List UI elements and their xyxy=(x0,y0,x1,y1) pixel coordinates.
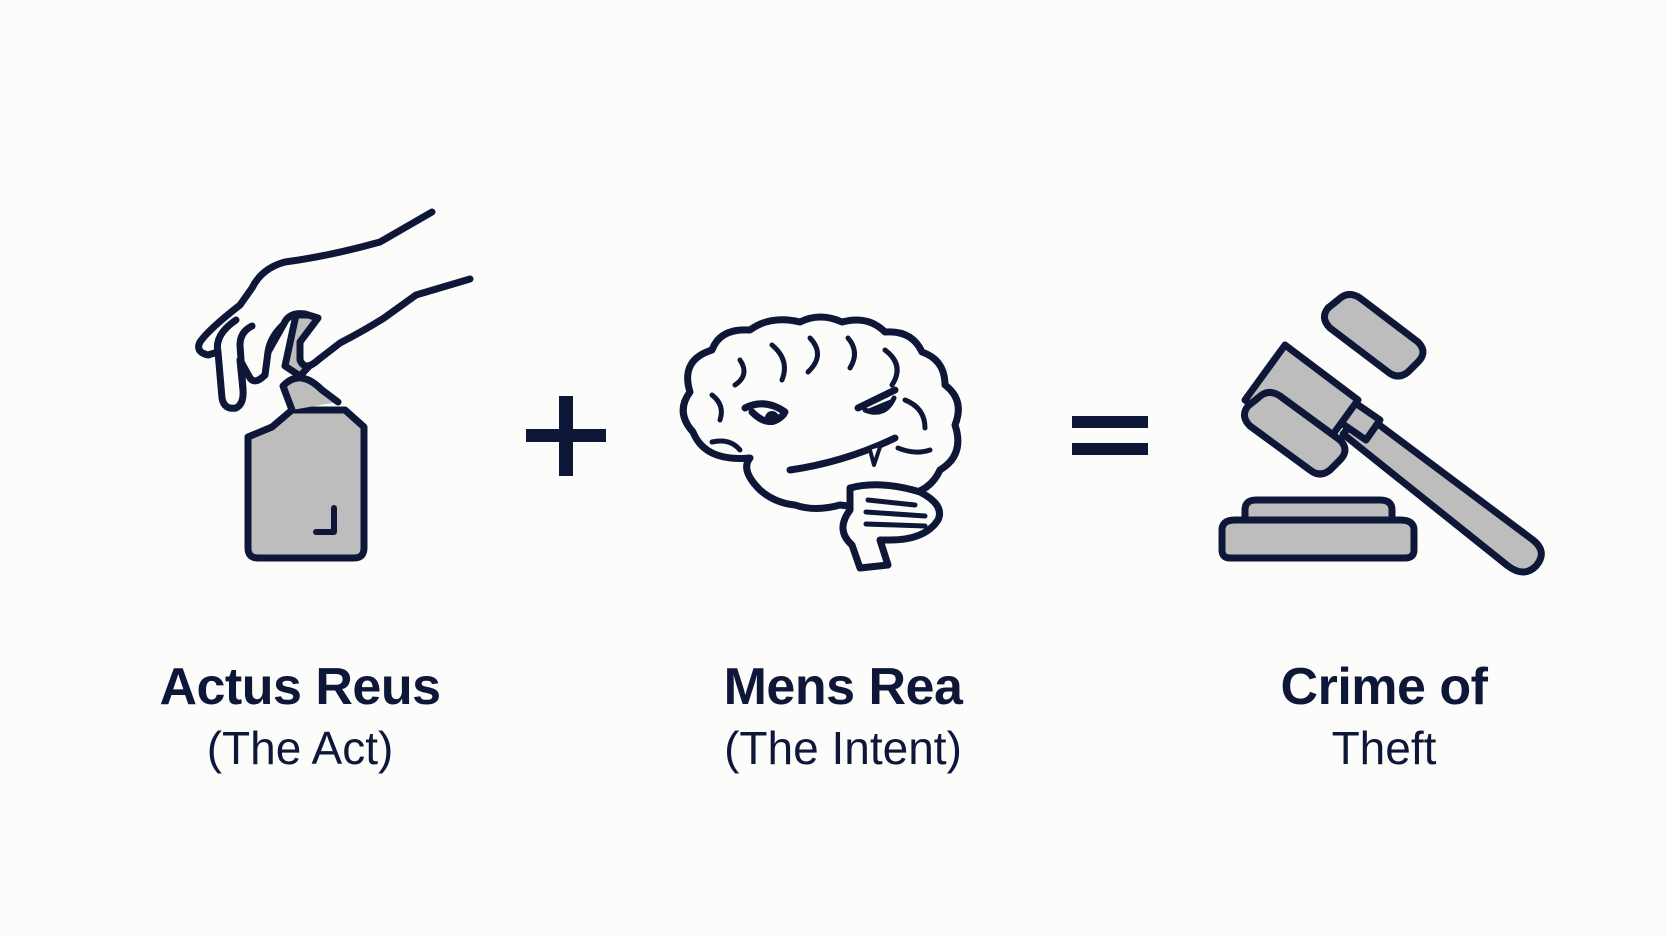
crime-title: Crime of xyxy=(1280,658,1488,716)
plus-icon xyxy=(526,396,606,476)
equals-icon xyxy=(1072,416,1148,455)
crime-subtitle: Theft xyxy=(1331,722,1437,774)
scheming-brain-icon xyxy=(679,313,962,572)
gavel-icon xyxy=(1218,291,1545,576)
actus-reus-subtitle: (The Act) xyxy=(206,722,394,774)
crime-label: Crime of Theft xyxy=(1174,656,1594,778)
hand-taking-item-icon xyxy=(195,208,474,562)
actus-reus-title: Actus Reus xyxy=(159,658,441,716)
mens-rea-label: Mens Rea (The Intent) xyxy=(633,656,1053,778)
mens-rea-subtitle: (The Intent) xyxy=(724,722,962,774)
actus-reus-label: Actus Reus (The Act) xyxy=(90,656,510,778)
mens-rea-title: Mens Rea xyxy=(723,658,963,716)
